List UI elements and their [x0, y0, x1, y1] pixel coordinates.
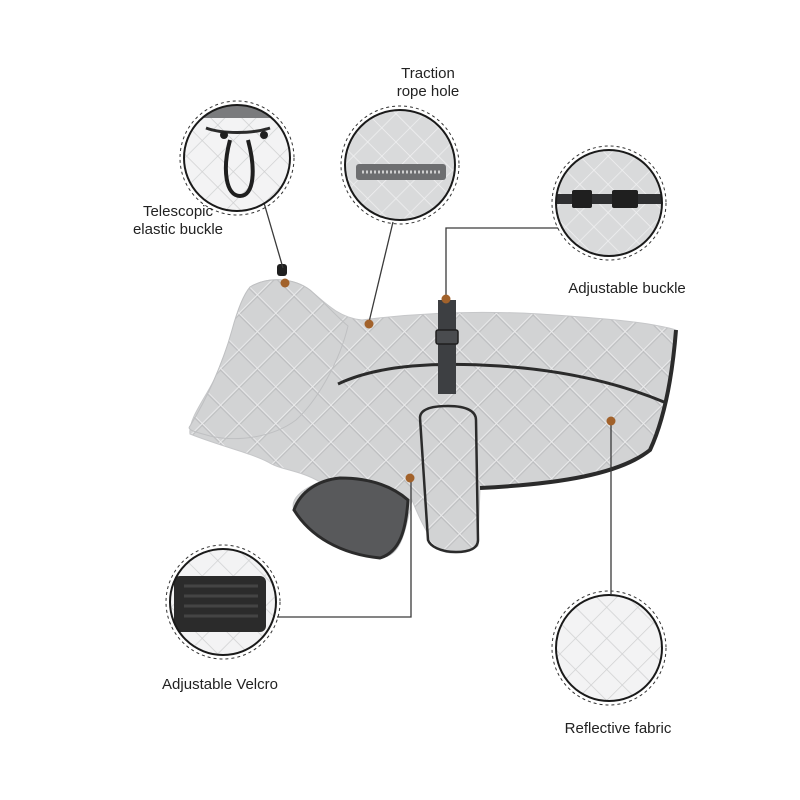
collar-toggle	[277, 264, 287, 276]
label-adjustable-buckle: Adjustable buckle	[568, 280, 686, 297]
marker-velcro	[405, 473, 415, 483]
leg-opening-lining	[292, 476, 410, 560]
marker-traction	[364, 319, 374, 329]
velcro-flap	[418, 404, 480, 554]
leader-lines	[261, 195, 612, 618]
leader-traction	[368, 221, 394, 323]
dog-coat	[188, 264, 678, 560]
detail-traction-hole	[340, 105, 460, 225]
detail-adjustable-buckle	[551, 145, 667, 261]
coat-collar	[188, 279, 349, 440]
label-telescopic-buckle: Telescopic elastic buckle	[132, 203, 224, 238]
buckle-strap	[438, 300, 456, 394]
label-adjustable-velcro: Adjustable Velcro	[162, 676, 278, 693]
label-traction-rope-hole: Traction rope hole	[396, 65, 460, 100]
detail-telescopic-buckle	[179, 100, 295, 216]
label-reflective-fabric: Reflective fabric	[564, 720, 672, 737]
reflective-piping	[337, 362, 665, 404]
marker-telescopic	[280, 278, 290, 288]
leader-telescopic	[261, 195, 284, 269]
marker-adjustable-buckle	[441, 294, 451, 304]
marker-reflective	[606, 416, 616, 426]
leader-velcro	[277, 478, 412, 618]
coat-hem-trim	[479, 329, 678, 490]
detail-velcro	[165, 544, 281, 660]
strap-buckle	[435, 329, 459, 345]
detail-reflective-fabric	[551, 590, 667, 706]
markers	[280, 278, 616, 483]
leader-adjustable-buckle	[445, 227, 558, 298]
